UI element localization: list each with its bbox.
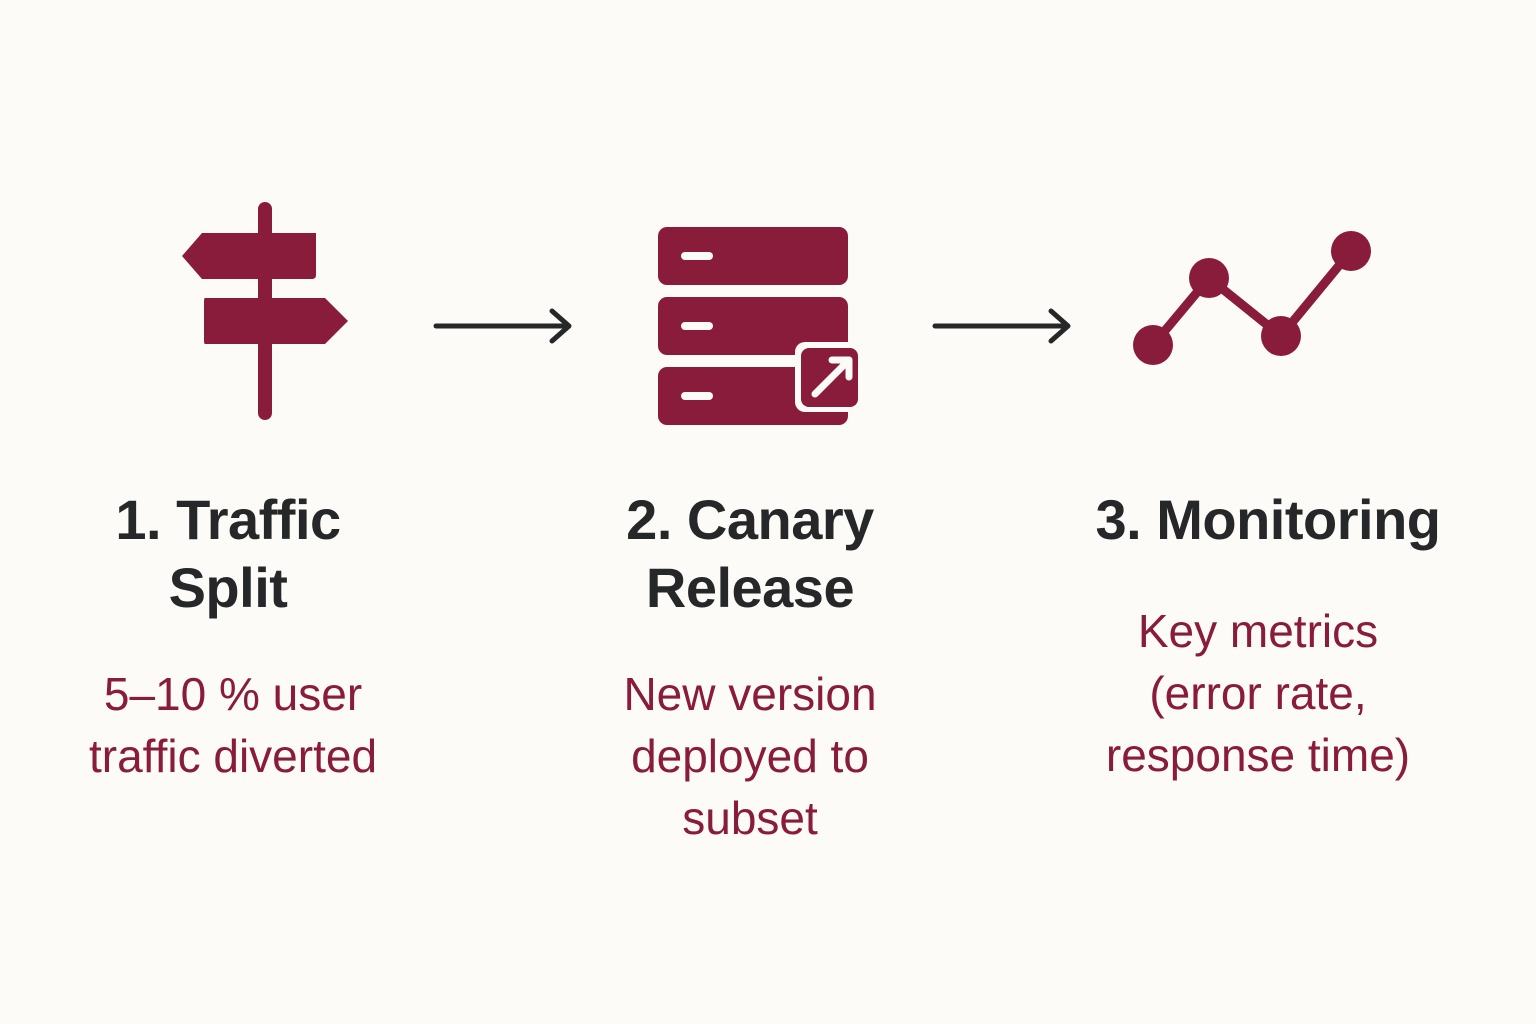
step-3-description: Key metrics (error rate, response time) [1105,605,1411,781]
step-2-title: 2. Canary Release [626,488,874,619]
signpost-icon [182,202,348,420]
line-chart-icon [1133,231,1371,365]
arrow-right-icon [932,308,1071,344]
step-2-description: New version deployed to subset [623,668,877,844]
step-1-description: 5–10 % user traffic diverted [88,668,378,782]
step-3-title: 3. Monitoring [1095,488,1441,551]
server-deploy-icon [658,227,863,425]
arrow-right-icon [433,308,572,344]
step-1-title: 1. Traffic Split [115,488,341,619]
